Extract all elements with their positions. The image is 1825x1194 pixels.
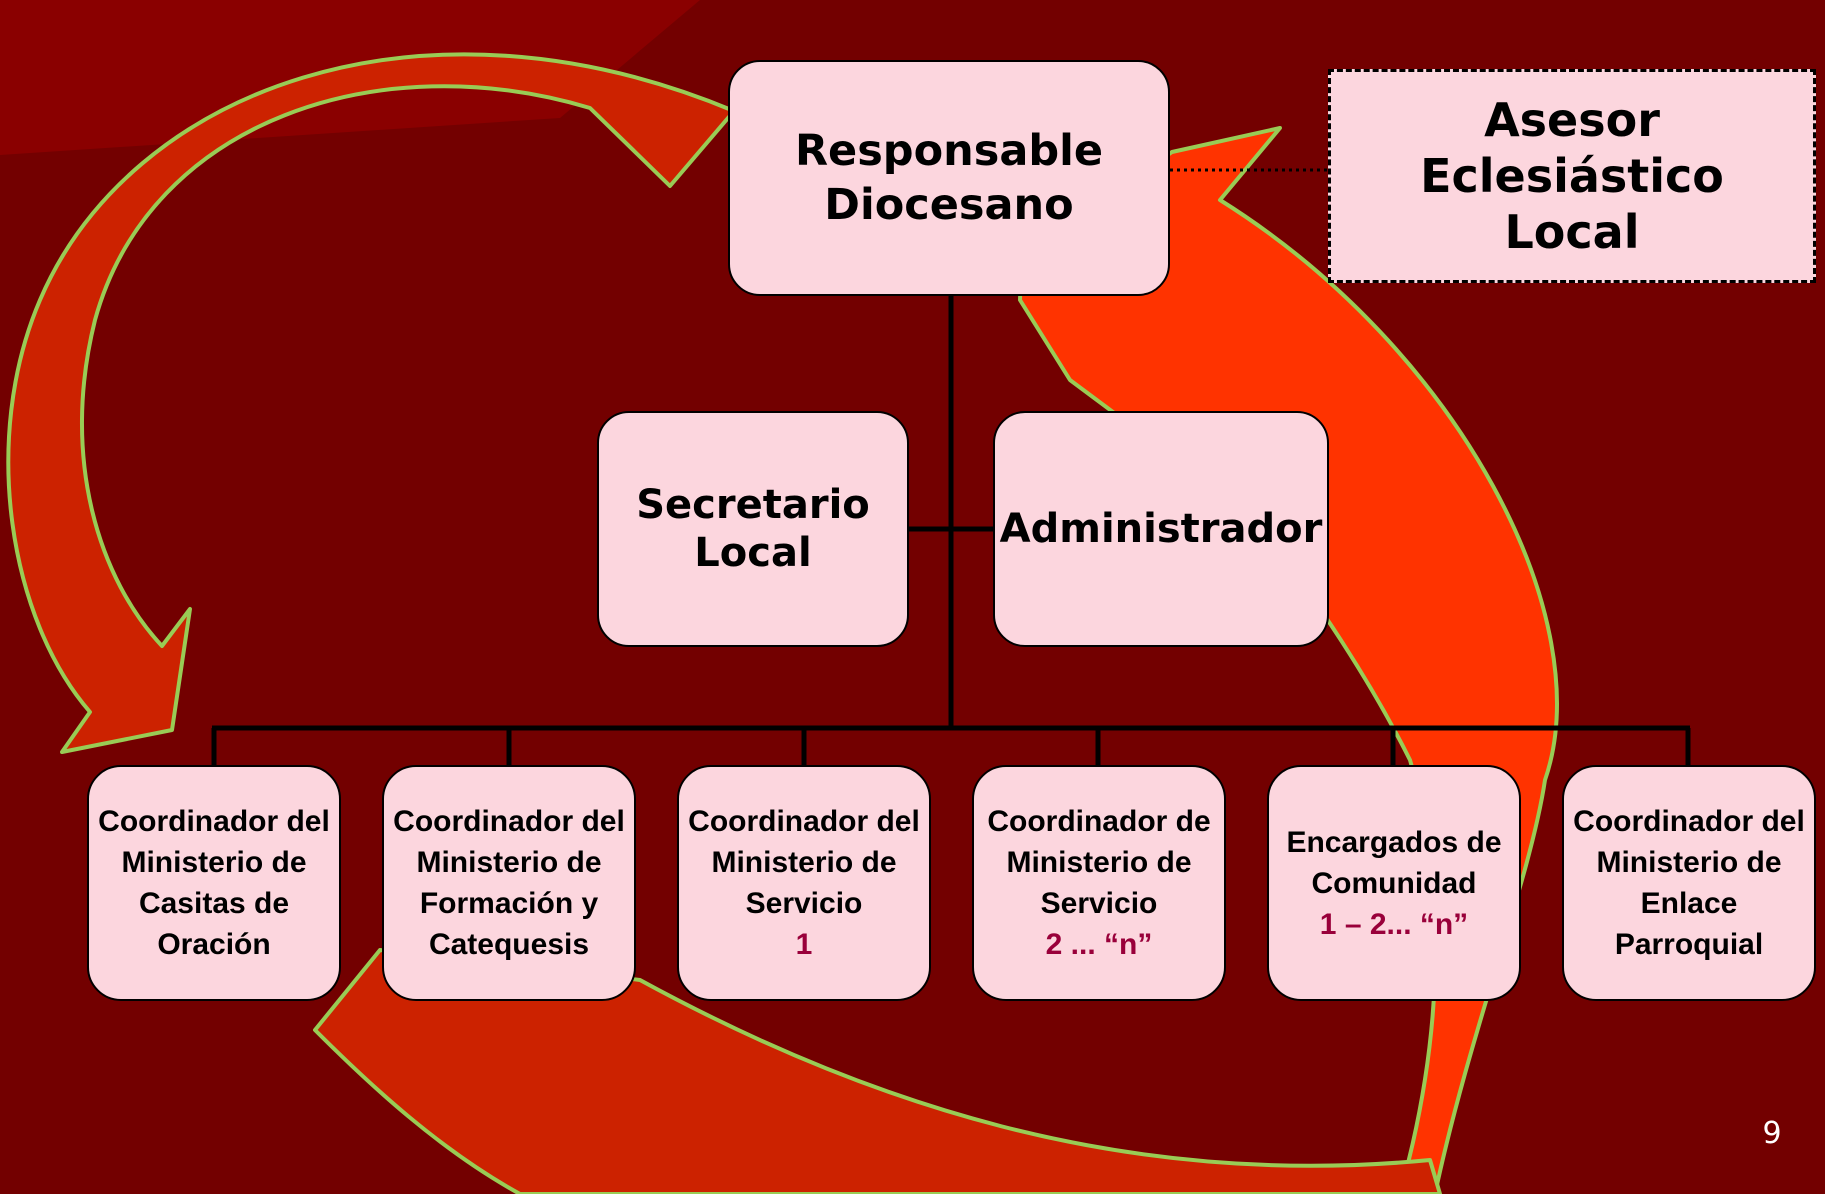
box-text-line: Parroquial	[1614, 928, 1764, 961]
secretario-local-box: Secretario Local	[597, 411, 909, 647]
responsable-diocesano-box: Responsable Diocesano	[728, 60, 1170, 296]
box-text-line: Eclesiástico	[1420, 149, 1724, 203]
slide-number: 9	[1762, 1116, 1782, 1151]
cycle-arrow-left	[6, 52, 736, 754]
box-text-line: Encargados de	[1286, 825, 1502, 859]
box-text-line: Ministerio de	[416, 846, 602, 879]
ministry-box-servicio-n: Coordinador de Ministerio de Servicio 2 …	[972, 765, 1226, 1001]
box-text-line: Ministerio de	[711, 846, 897, 879]
box-text-line: Ministerio de	[1006, 846, 1192, 879]
ministry-box-comunidad: Encargados de Comunidad 1 – 2... “n”	[1267, 765, 1521, 1001]
box-text-line: Asesor	[1484, 93, 1660, 147]
box-text-line: Ministerio de	[121, 846, 307, 879]
administrador-box: Administrador	[993, 411, 1329, 647]
box-text-line: Coordinador del	[393, 805, 625, 838]
box-text-line: Local	[694, 530, 812, 576]
ministry-box-enlace: Coordinador del Ministerio de Enlace Par…	[1562, 765, 1816, 1001]
box-text-line: Responsable	[794, 126, 1104, 176]
box-text-line: Enlace	[1640, 887, 1738, 920]
box-text-line: Coordinador del	[688, 805, 920, 838]
box-text-line: Secretario	[636, 482, 870, 528]
box-text-line: Coordinador del	[1573, 805, 1805, 838]
box-text-line: Servicio	[1040, 887, 1158, 920]
box-text-line: Coordinador de	[987, 805, 1211, 838]
ministry-box-casitas: Coordinador del Ministerio de Casitas de…	[87, 765, 341, 1001]
box-text-line: Casitas de	[138, 887, 290, 920]
box-text-line: Oración	[157, 928, 271, 961]
box-text-line: Formación y	[419, 887, 599, 920]
box-text-line: Catequesis	[428, 928, 590, 961]
box-text-line: Coordinador del	[98, 805, 330, 838]
box-text-line: Ministerio de	[1596, 846, 1782, 879]
box-text-line: Comunidad	[1311, 866, 1477, 900]
box-text-line: Local	[1504, 205, 1640, 259]
box-accent-text: 1	[795, 928, 813, 961]
asesor-eclesiastico-box: Asesor Eclesiástico Local	[1328, 69, 1816, 283]
ministry-box-formacion: Coordinador del Ministerio de Formación …	[382, 765, 636, 1001]
box-text-line: Administrador	[999, 506, 1323, 552]
box-text-line: Servicio	[745, 887, 863, 920]
box-accent-text: 1 – 2... “n”	[1319, 907, 1469, 941]
box-accent-text: 2 ... “n”	[1045, 928, 1153, 961]
box-text-line: Diocesano	[824, 180, 1074, 230]
ministry-box-servicio-1: Coordinador del Ministerio de Servicio 1	[677, 765, 931, 1001]
cycle-arrow-bottom	[313, 948, 1442, 1194]
